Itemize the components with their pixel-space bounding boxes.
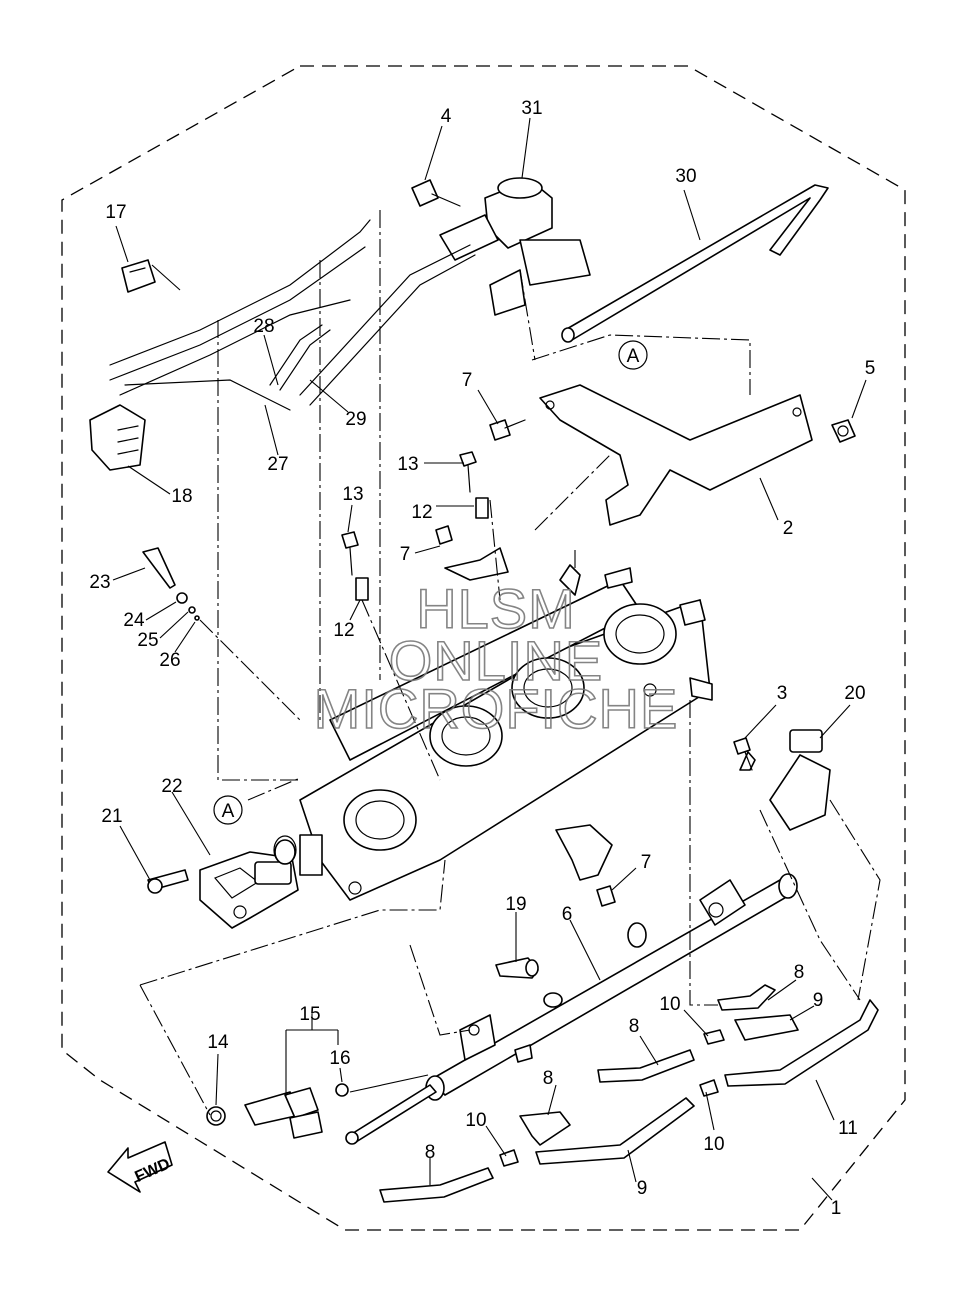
callout-9-b: 9 (637, 1178, 648, 1199)
callout-9-a: 9 (813, 990, 824, 1011)
hose-29 (299, 244, 476, 406)
reference-mark-left-label: A (222, 801, 235, 822)
callout-7-top: 7 (462, 370, 473, 391)
callout-4: 4 (441, 106, 452, 127)
clamp-18 (89, 404, 146, 471)
callout-16: 16 (329, 1048, 350, 1069)
hose-9-b (535, 1097, 695, 1165)
hose-11 (724, 999, 879, 1087)
callout-30: 30 (675, 166, 696, 187)
hose-8-a (717, 984, 776, 1011)
callout-15: 15 (299, 1004, 320, 1025)
callout-18: 18 (171, 486, 192, 507)
callout-6: 6 (562, 904, 573, 925)
leader-lines (112, 117, 867, 1201)
screw-13-upper (459, 451, 477, 493)
intake-air-pressure-sensor (739, 729, 831, 831)
fuel-injector (206, 1083, 349, 1139)
callout-19: 19 (505, 894, 526, 915)
reference-mark-left: A (213, 795, 243, 825)
callout-5: 5 (865, 358, 876, 379)
hose-28 (269, 324, 331, 391)
callout-13-lower: 13 (342, 484, 363, 505)
o-ring-throttle (273, 835, 297, 865)
callout-11: 11 (838, 1118, 858, 1139)
callout-2: 2 (783, 518, 794, 539)
callout-labels: 1 2 3 4 5 6 7 7 7 8 8 8 8 9 9 10 10 10 1… (89, 98, 875, 1219)
solenoid-valve (411, 177, 591, 316)
callout-23: 23 (89, 572, 110, 593)
reference-mark-top: A (618, 340, 648, 370)
reference-mark-top-label: A (627, 346, 640, 367)
screw-7-top (489, 419, 526, 441)
forward-direction-arrow: FWD (107, 1141, 173, 1193)
callout-3: 3 (777, 683, 788, 704)
callout-8-c: 8 (543, 1068, 554, 1089)
callout-29: 29 (345, 409, 366, 430)
watermark-line-1: HLSM (416, 577, 576, 640)
callout-13-upper: 13 (397, 454, 418, 475)
spring-12-lower (355, 577, 369, 601)
reference-lines (139, 210, 881, 1116)
bracket-7-mid (435, 525, 509, 581)
callout-10-c: 10 (703, 1134, 724, 1155)
callout-8-a: 8 (794, 962, 805, 983)
watermark-line-3: MICROFICHE (314, 677, 679, 740)
hose-8-c (519, 1111, 571, 1146)
assembly-boundary (61, 65, 906, 1231)
callout-1: 1 (831, 1198, 842, 1219)
hose-27 (109, 219, 371, 411)
fuel-rail (345, 873, 798, 1145)
adjust-screw (142, 547, 200, 621)
clamp-17 (121, 259, 156, 293)
throttle-position-sensor (147, 839, 299, 929)
watermark: HLSM ONLINE MICROFICHE (313, 576, 679, 741)
screw-13-lower (341, 531, 359, 576)
callout-8-b: 8 (629, 1016, 640, 1037)
callout-20: 20 (844, 683, 865, 704)
bracket-7-lower (555, 824, 616, 907)
callout-26: 26 (159, 650, 180, 671)
callout-22: 22 (161, 776, 182, 797)
hose-30 (561, 184, 829, 343)
hose-8-d (379, 1167, 494, 1203)
callout-7-middle: 7 (400, 544, 411, 565)
callout-17: 17 (105, 202, 126, 223)
bracket (539, 384, 856, 526)
hose-9-a (734, 1014, 799, 1041)
callout-27: 27 (267, 454, 288, 475)
spring-12-upper (475, 497, 489, 519)
bolt-19 (495, 957, 539, 979)
callout-8-d: 8 (425, 1142, 436, 1163)
callout-31: 31 (521, 98, 542, 119)
callout-10-b: 10 (465, 1110, 486, 1131)
callout-14: 14 (207, 1032, 229, 1053)
callout-12-upper: 12 (411, 502, 432, 523)
callout-21: 21 (101, 806, 122, 827)
hose-8-b (597, 1049, 695, 1083)
watermark-line-2: ONLINE (389, 629, 604, 692)
throttle-body-assembly (299, 564, 713, 901)
callout-12-lower: 12 (333, 620, 354, 641)
screw-3 (733, 737, 753, 771)
callout-10-a: 10 (659, 994, 680, 1015)
callout-24: 24 (123, 610, 145, 631)
callout-7-lower: 7 (641, 852, 652, 873)
callout-28: 28 (253, 316, 274, 337)
callout-25: 25 (137, 630, 158, 651)
